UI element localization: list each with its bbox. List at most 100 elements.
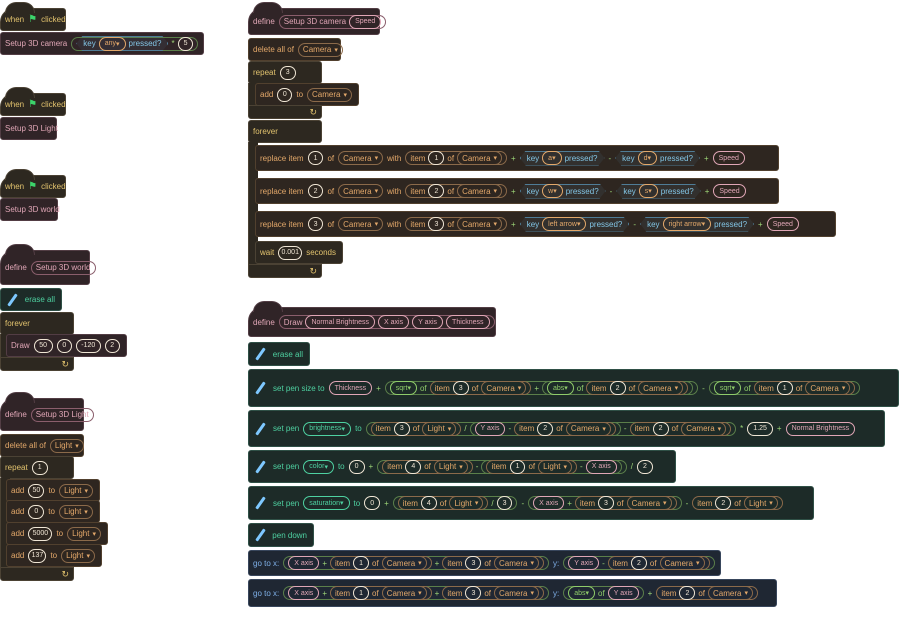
- index-input[interactable]: 3: [307, 217, 324, 231]
- item-reporter[interactable]: item 3 of Camera: [405, 217, 508, 231]
- repeat-camera-block[interactable]: repeat 3: [248, 61, 322, 84]
- index-input[interactable]: 3: [452, 381, 469, 395]
- speed-param[interactable]: Speed: [349, 14, 382, 29]
- index-input[interactable]: 2: [537, 421, 554, 436]
- key-pressed-reporter[interactable]: key left arrow pressed?: [520, 217, 630, 232]
- draw-arg-x[interactable]: 50: [33, 338, 53, 353]
- subtract-operator[interactable]: Y axis - item 2 of Camera: [469, 421, 621, 436]
- list-dropdown[interactable]: Camera: [381, 556, 427, 570]
- define-setup-world-block[interactable]: define Setup 3D world: [0, 244, 96, 285]
- param-x-axis[interactable]: X axis: [378, 315, 410, 329]
- item-reporter[interactable]: item 2 of Camera: [629, 421, 732, 436]
- multiply-operator[interactable]: key any pressed? * 5: [71, 36, 199, 51]
- param-thickness[interactable]: Thickness: [446, 315, 490, 329]
- add-value[interactable]: 137: [28, 548, 47, 563]
- abs-reporter[interactable]: abs of item 2 of Camera: [541, 381, 694, 395]
- repeat-count[interactable]: 1: [31, 460, 48, 475]
- add-operator[interactable]: X axis + item 1 of Camera + item 3 of Ca…: [283, 586, 549, 600]
- list-dropdown[interactable]: Light: [58, 504, 93, 519]
- list-dropdown[interactable]: Camera: [457, 151, 503, 165]
- sqrt-reporter[interactable]: sqrt of item 3 of Camera + abs of item 2…: [384, 381, 699, 395]
- key-dropdown[interactable]: a: [542, 151, 561, 165]
- item-reporter[interactable]: item 1 of Light: [486, 459, 578, 474]
- key-dropdown[interactable]: any: [99, 37, 126, 51]
- y-axis-reporter[interactable]: Y axis: [607, 586, 639, 600]
- add-camera-block[interactable]: add 0 to Camera: [255, 83, 359, 106]
- key-pressed-reporter[interactable]: key s pressed?: [616, 184, 700, 199]
- list-dropdown[interactable]: Camera: [297, 42, 343, 57]
- number-input[interactable]: 2: [637, 459, 653, 474]
- list-dropdown[interactable]: Camera: [805, 381, 851, 395]
- set-pen-brightness-block[interactable]: set pen brightness to item 3 of Light / …: [248, 410, 885, 447]
- index-input[interactable]: 3: [393, 421, 410, 436]
- define-setup-light-block[interactable]: define Setup 3D Light: [0, 392, 94, 431]
- x-axis-reporter[interactable]: X axis: [288, 586, 320, 600]
- add-light-block-4[interactable]: add 137 to Light: [6, 544, 102, 567]
- add-light-block-1[interactable]: add 50 to Light: [6, 479, 100, 502]
- item-reporter[interactable]: item 1 of Camera: [753, 381, 856, 395]
- erase-all-block[interactable]: erase all: [0, 288, 62, 311]
- abs-reporter[interactable]: abs of Y axis: [563, 586, 644, 600]
- list-dropdown[interactable]: Camera: [626, 496, 672, 510]
- item-reporter[interactable]: item 3 of Camera: [574, 496, 677, 510]
- subtract-operator[interactable]: Y axis - item 2 of Camera: [563, 556, 715, 570]
- index-input[interactable]: 1: [776, 381, 793, 395]
- number-input[interactable]: 0: [348, 459, 365, 474]
- index-input[interactable]: 4: [405, 459, 422, 474]
- index-input[interactable]: 2: [428, 184, 445, 198]
- index-input[interactable]: 3: [465, 556, 482, 570]
- number-input[interactable]: 5: [177, 36, 194, 51]
- item-reporter[interactable]: item 3 of Camera: [429, 381, 532, 395]
- item-reporter[interactable]: item 4 of Light: [397, 496, 489, 510]
- draw-arg-z[interactable]: -120: [76, 338, 101, 353]
- item-reporter[interactable]: item 2 of Camera: [405, 184, 508, 198]
- delete-all-camera-block[interactable]: delete all of Camera: [248, 38, 343, 61]
- y-axis-reporter[interactable]: Y axis: [568, 556, 600, 570]
- thickness-reporter[interactable]: Thickness: [328, 381, 373, 395]
- list-dropdown[interactable]: Light: [449, 496, 484, 510]
- list-dropdown[interactable]: Camera: [307, 87, 352, 102]
- forever-block[interactable]: forever: [0, 312, 74, 335]
- pen-param-dropdown[interactable]: saturation: [303, 496, 350, 510]
- item-reporter[interactable]: item 1 of Camera: [405, 151, 508, 165]
- draw-call-block[interactable]: Draw 50 0 -120 2: [6, 334, 127, 357]
- list-dropdown[interactable]: Camera: [481, 381, 527, 395]
- list-dropdown[interactable]: Camera: [338, 217, 384, 231]
- number-input[interactable]: 1.25: [747, 421, 773, 436]
- item-reporter[interactable]: item 2 of Camera: [656, 586, 758, 600]
- math-func-dropdown[interactable]: sqrt: [713, 381, 741, 395]
- number-input[interactable]: 0: [364, 496, 381, 510]
- forever-camera-block[interactable]: forever: [248, 120, 322, 143]
- key-pressed-reporter[interactable]: key any pressed?: [76, 36, 168, 51]
- list-dropdown[interactable]: Light: [67, 526, 101, 541]
- index-input[interactable]: 2: [652, 421, 669, 436]
- list-dropdown[interactable]: Camera: [381, 586, 427, 600]
- index-input[interactable]: 1: [428, 151, 445, 165]
- add-operator[interactable]: X axis + item 3 of Camera: [528, 496, 682, 510]
- index-input[interactable]: 3: [428, 217, 445, 231]
- repeat-count[interactable]: 3: [279, 65, 296, 80]
- draw-arg-y[interactable]: 0: [56, 338, 73, 353]
- param-y-axis[interactable]: Y axis: [412, 315, 444, 329]
- index-input[interactable]: 1: [353, 586, 370, 600]
- math-func-dropdown[interactable]: abs: [546, 381, 574, 395]
- key-dropdown[interactable]: left arrow: [542, 217, 586, 231]
- param-normal-brightness[interactable]: Normal Brightness: [305, 315, 376, 329]
- speed-reporter[interactable]: Speed: [712, 151, 745, 165]
- list-dropdown[interactable]: Light: [433, 459, 468, 474]
- speed-reporter[interactable]: Speed: [766, 217, 799, 231]
- index-input[interactable]: 3: [465, 586, 482, 600]
- item-reporter[interactable]: item 3 of Light: [370, 421, 462, 436]
- when-flag-clicked-block-3[interactable]: when ⚑ clicked: [0, 169, 66, 198]
- index-input[interactable]: 4: [420, 496, 437, 510]
- key-pressed-reporter[interactable]: key w pressed?: [520, 184, 606, 199]
- list-dropdown[interactable]: Light: [59, 483, 93, 498]
- normal-brightness-reporter[interactable]: Normal Brightness: [785, 421, 856, 436]
- erase-all-block[interactable]: erase all: [248, 342, 310, 366]
- math-func-dropdown[interactable]: abs: [568, 586, 596, 600]
- divide-operator[interactable]: item 4 of Light / 3: [392, 496, 518, 510]
- item-reporter[interactable]: item 2 of Camera: [514, 421, 616, 436]
- key-dropdown[interactable]: d: [638, 151, 657, 165]
- list-dropdown[interactable]: Light: [49, 438, 84, 453]
- index-input[interactable]: 1: [353, 556, 370, 570]
